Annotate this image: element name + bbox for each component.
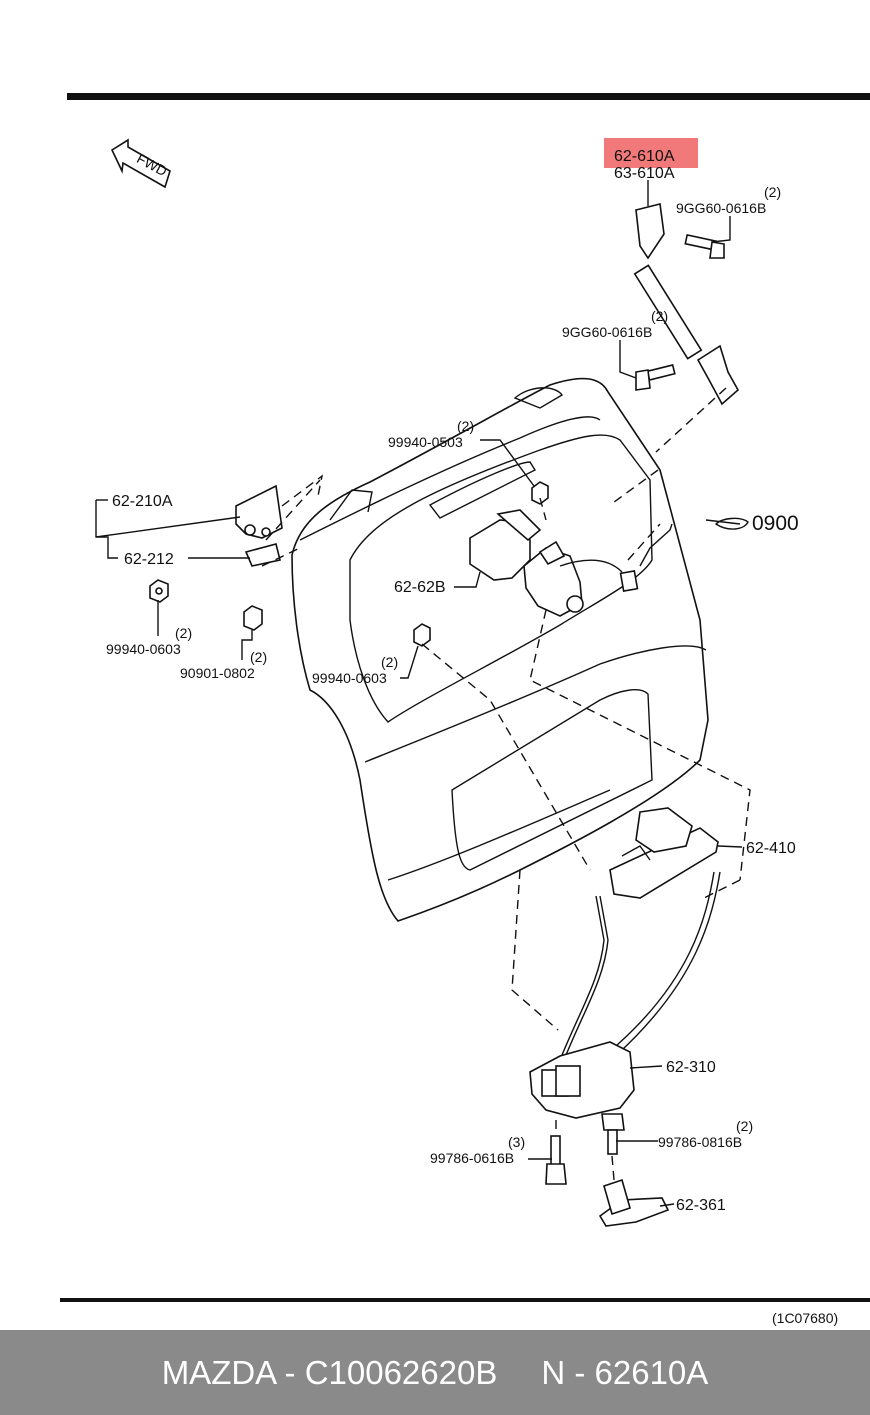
callout-bolt-2: 9GG60-0616B [562,324,652,340]
hex-nut-icon [531,481,549,505]
footer-bar: MAZDA - C10062620B N - 62610A [0,1330,870,1415]
bushing-icon [243,605,263,631]
callout-handle: 62-410 [746,840,796,857]
rod [563,895,609,1061]
qty-bolt-2: (2) [651,308,668,324]
callout-wiring: 0900 [752,512,799,535]
callout-hinge: 62-210A [112,493,173,510]
qty-nut-left: (2) [175,625,192,641]
qty-bolt-1: (2) [764,184,781,200]
callout-latch: 62-310 [666,1059,716,1076]
rod [551,895,605,1069]
figure-code: (1C07680) [772,1310,838,1326]
reference-lines [261,387,751,1181]
callout-bolt-1: 9GG60-0616B [676,200,766,216]
parts-diagram: FWD [60,93,870,1326]
bolt-icon [635,364,676,391]
leader-lines [95,180,743,1207]
lock-motor [469,509,584,617]
footer-part-number: MAZDA - C10062620B [161,1353,498,1391]
hex-nut-icon [149,579,169,603]
callout-striker: 62-361 [676,1197,726,1214]
callout-nut-mid: 99940-0603 [312,670,387,686]
rod [621,871,721,1051]
qty-bolt-3: (3) [508,1134,525,1150]
hex-nut-icon [413,623,431,647]
fwd-arrow-icon: FWD [110,138,171,189]
qty-bush: (2) [250,649,267,665]
callout-motor: 62-62B [394,579,446,596]
top-rule [67,93,870,100]
gas-strut [633,203,740,406]
bolt-icon [601,1113,625,1155]
handle [609,807,719,899]
qty-bolt-4: (2) [736,1118,753,1134]
bolt-icon [684,234,725,259]
hinge [235,484,283,567]
callout-bolt-3: 99786-0616B [430,1150,514,1166]
rod [615,871,715,1047]
connector-icon [559,517,749,593]
bottom-rule [60,1298,870,1302]
bolt-icon [545,1135,567,1185]
qty-nut-top: (2) [457,418,474,434]
striker [598,1178,670,1227]
callout-hinge-plate: 62-212 [124,551,174,568]
callout-nut-top: 99940-0503 [388,434,463,450]
callout-63-610a: 63-610A [614,165,675,182]
qty-nut-mid: (2) [381,654,398,670]
callout-62-610a: 62-610A [614,148,675,165]
liftgate-panel [291,377,709,922]
latch [529,1041,635,1119]
callout-bolt-4: 99786-0816B [658,1134,742,1150]
callout-nut-left: 99940-0603 [106,641,181,657]
highlight-box [604,138,698,168]
callout-bush: 90901-0802 [180,665,255,681]
footer-reference: N - 62610A [541,1353,709,1391]
